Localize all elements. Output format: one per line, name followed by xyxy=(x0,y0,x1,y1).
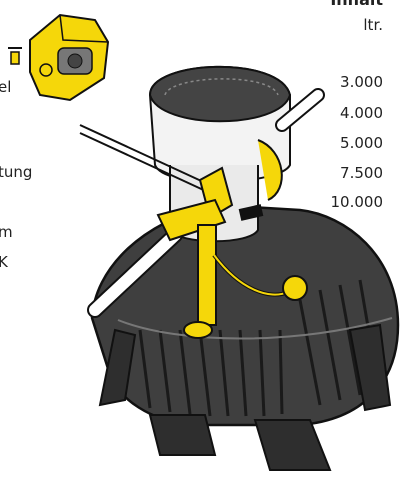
fitting-icon xyxy=(8,47,22,65)
cropped-text-fragment: tung xyxy=(0,163,33,181)
volume-value: 10.000 xyxy=(330,193,384,211)
pump-unit-icon xyxy=(29,13,110,102)
tank-body xyxy=(90,203,400,471)
unit-label: ltr. xyxy=(363,16,383,34)
column-heading-inhalt: Inhalt xyxy=(330,0,383,9)
volume-value: 7.500 xyxy=(340,164,383,182)
volume-value: 4.000 xyxy=(340,104,383,122)
cropped-text-fragment: m xyxy=(0,223,13,241)
cropped-text-fragment: K xyxy=(0,253,8,271)
volume-value: 3.000 xyxy=(340,73,383,91)
cropped-text-fragment: el xyxy=(0,78,12,96)
pipes xyxy=(79,88,325,318)
pump-assembly xyxy=(156,166,308,339)
volume-value: 5.000 xyxy=(340,134,383,152)
